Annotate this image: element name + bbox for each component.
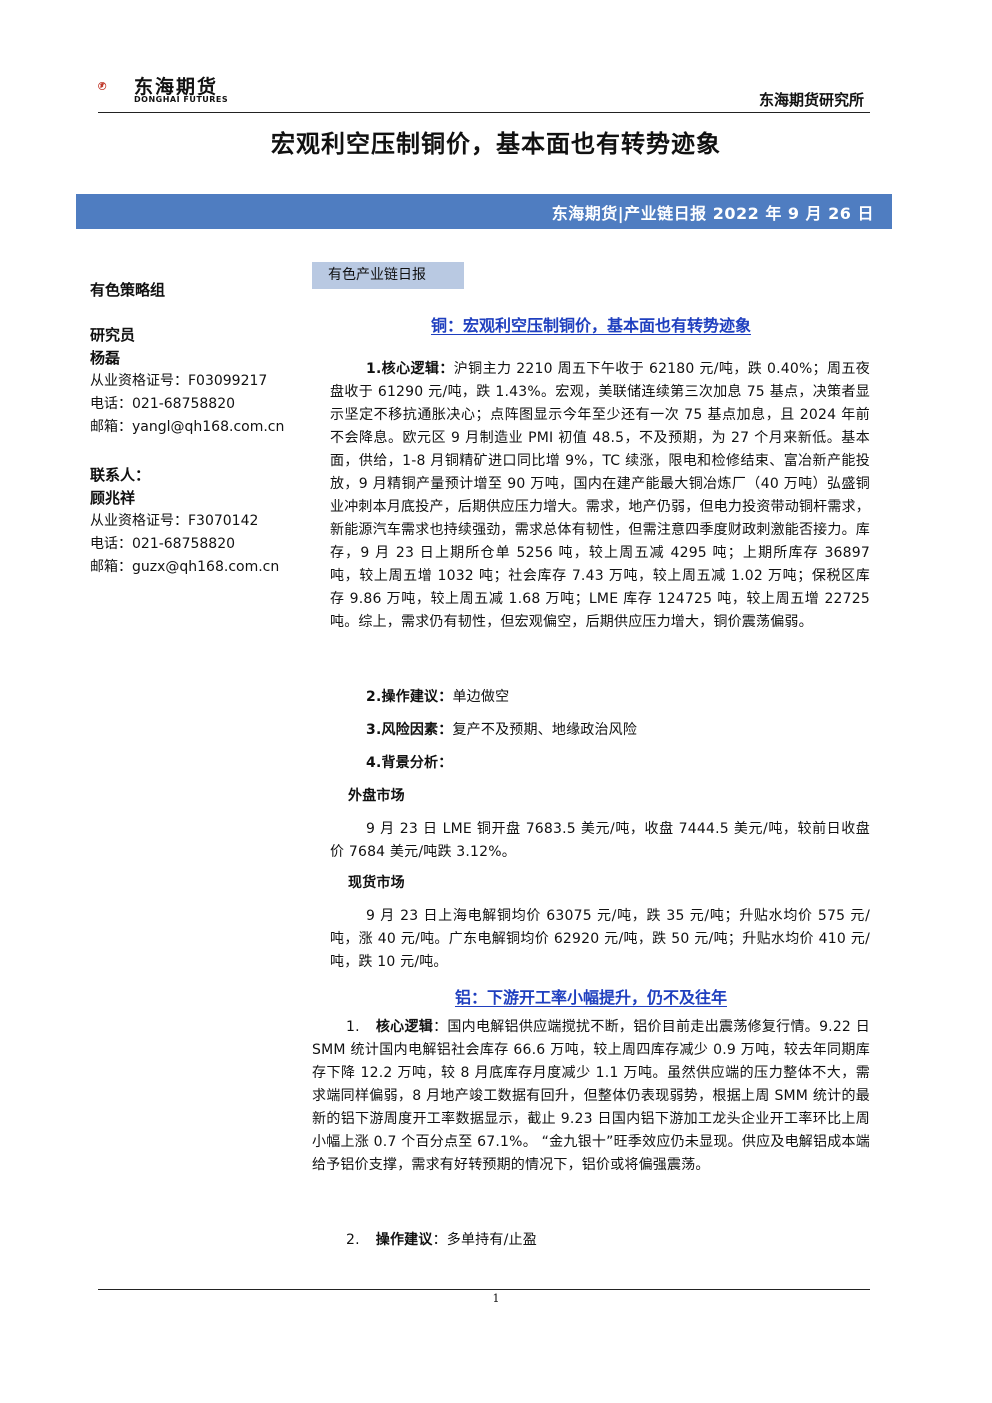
contact-label: 联系人： xyxy=(90,466,151,484)
report-banner: 东海期货|产业链日报 2022 年 9 月 26 日 xyxy=(76,194,892,229)
foreign-market-text: 9 月 23 日 LME 铜开盘 7683.5 美元/吨，收盘 7444.5 美… xyxy=(330,821,870,860)
header-divider xyxy=(98,112,870,113)
aluminum-operation: 2. 操作建议：多单持有/止盈 xyxy=(312,1229,870,1252)
researcher-phone: 电话：021-68758820 xyxy=(90,396,236,412)
spot-market-text: 9 月 23 日上海电解铜均价 63075 元/吨，跌 35 元/吨；升贴水均价… xyxy=(330,908,870,970)
researcher-label: 研究员 xyxy=(90,326,136,344)
donghai-logo-icon xyxy=(98,81,107,91)
foreign-market-paragraph: 9 月 23 日 LME 铜开盘 7683.5 美元/吨，收盘 7444.5 美… xyxy=(330,818,870,864)
page-number: 1 xyxy=(492,1292,500,1305)
aluminum-logic-text: ：国内电解铝供应端搅扰不断，铝价目前走出震荡修复行情。9.22 日 SMM 统计… xyxy=(312,1019,870,1173)
aluminum-op-num: 2. xyxy=(346,1232,360,1248)
foreign-market-label: 外盘市场 xyxy=(348,788,405,804)
logo-english: DONGHAI FUTURES xyxy=(134,95,229,104)
researcher-block: 研究员 杨磊 从业资格证号：F03099217 电话：021-68758820 … xyxy=(90,324,310,439)
aluminum-op-text: ：多单持有/止盈 xyxy=(432,1232,537,1248)
aluminum-logic-paragraph: 1. 核心逻辑：国内电解铝供应端搅扰不断，铝价目前走出震荡修复行情。9.22 日 … xyxy=(312,1016,870,1177)
copper-risk-text: 复产不及预期、地缘政治风险 xyxy=(452,722,638,738)
copper-risk: 3.风险因素：复产不及预期、地缘政治风险 xyxy=(330,719,870,742)
report-tag: 有色产业链日报 xyxy=(312,262,464,289)
spot-market-label: 现货市场 xyxy=(348,875,405,891)
sidebar: 有色策略组 xyxy=(90,279,310,302)
researcher-name: 杨磊 xyxy=(90,349,121,367)
footer-divider xyxy=(98,1289,870,1290)
spot-market-heading: 现货市场 xyxy=(330,872,870,895)
copper-logic-paragraph: 1.核心逻辑：沪铜主力 2210 周五下午收于 62180 元/吨，跌 0.40… xyxy=(330,358,870,634)
researcher-email: 邮箱：yangl@qh168.com.cn xyxy=(90,419,285,435)
copper-section-title: 铜：宏观利空压制铜价，基本面也有转势迹象 xyxy=(430,316,751,335)
institute-name: 东海期货研究所 xyxy=(758,91,864,109)
contact-email: 邮箱：guzx@qh168.com.cn xyxy=(90,559,280,575)
page-title: 宏观利空压制铜价，基本面也有转势迹象 xyxy=(271,130,721,158)
foreign-market-heading: 外盘市场 xyxy=(330,785,870,808)
copper-operation: 2.操作建议：单边做空 xyxy=(330,686,870,709)
contact-name: 顾兆祥 xyxy=(90,489,136,507)
researcher-license: 从业资格证号：F03099217 xyxy=(90,373,268,389)
contact-license: 从业资格证号：F3070142 xyxy=(90,513,259,529)
aluminum-section-title: 铝：下游开工率小幅提升，仍不及往年 xyxy=(454,988,727,1007)
copper-risk-label: 3.风险因素： xyxy=(366,722,453,738)
spot-market-paragraph: 9 月 23 日上海电解铜均价 63075 元/吨，跌 35 元/吨；升贴水均价… xyxy=(330,905,870,974)
aluminum-logic-label: 核心逻辑 xyxy=(375,1019,434,1035)
contact-block: 联系人： 顾兆祥 从业资格证号：F3070142 电话：021-68758820… xyxy=(90,464,310,579)
banner-text: 东海期货|产业链日报 2022 年 9 月 26 日 xyxy=(551,203,874,223)
copper-bg-label: 4.背景分析： xyxy=(366,755,453,771)
logo-name: 东海期货 xyxy=(134,76,219,98)
copper-logic-text: 沪铜主力 2210 周五下午收于 62180 元/吨，跌 0.40%；周五夜盘收… xyxy=(330,361,870,630)
aluminum-op-label: 操作建议 xyxy=(375,1232,433,1248)
copper-op-label: 2.操作建议： xyxy=(366,689,453,705)
contact-phone: 电话：021-68758820 xyxy=(90,536,236,552)
copper-op-text: 单边做空 xyxy=(452,689,510,705)
aluminum-logic-num: 1. xyxy=(346,1019,360,1035)
copper-background: 4.背景分析： xyxy=(330,752,870,775)
copper-logic-label: 1.核心逻辑： xyxy=(366,361,454,377)
group-name: 有色策略组 xyxy=(90,281,166,299)
